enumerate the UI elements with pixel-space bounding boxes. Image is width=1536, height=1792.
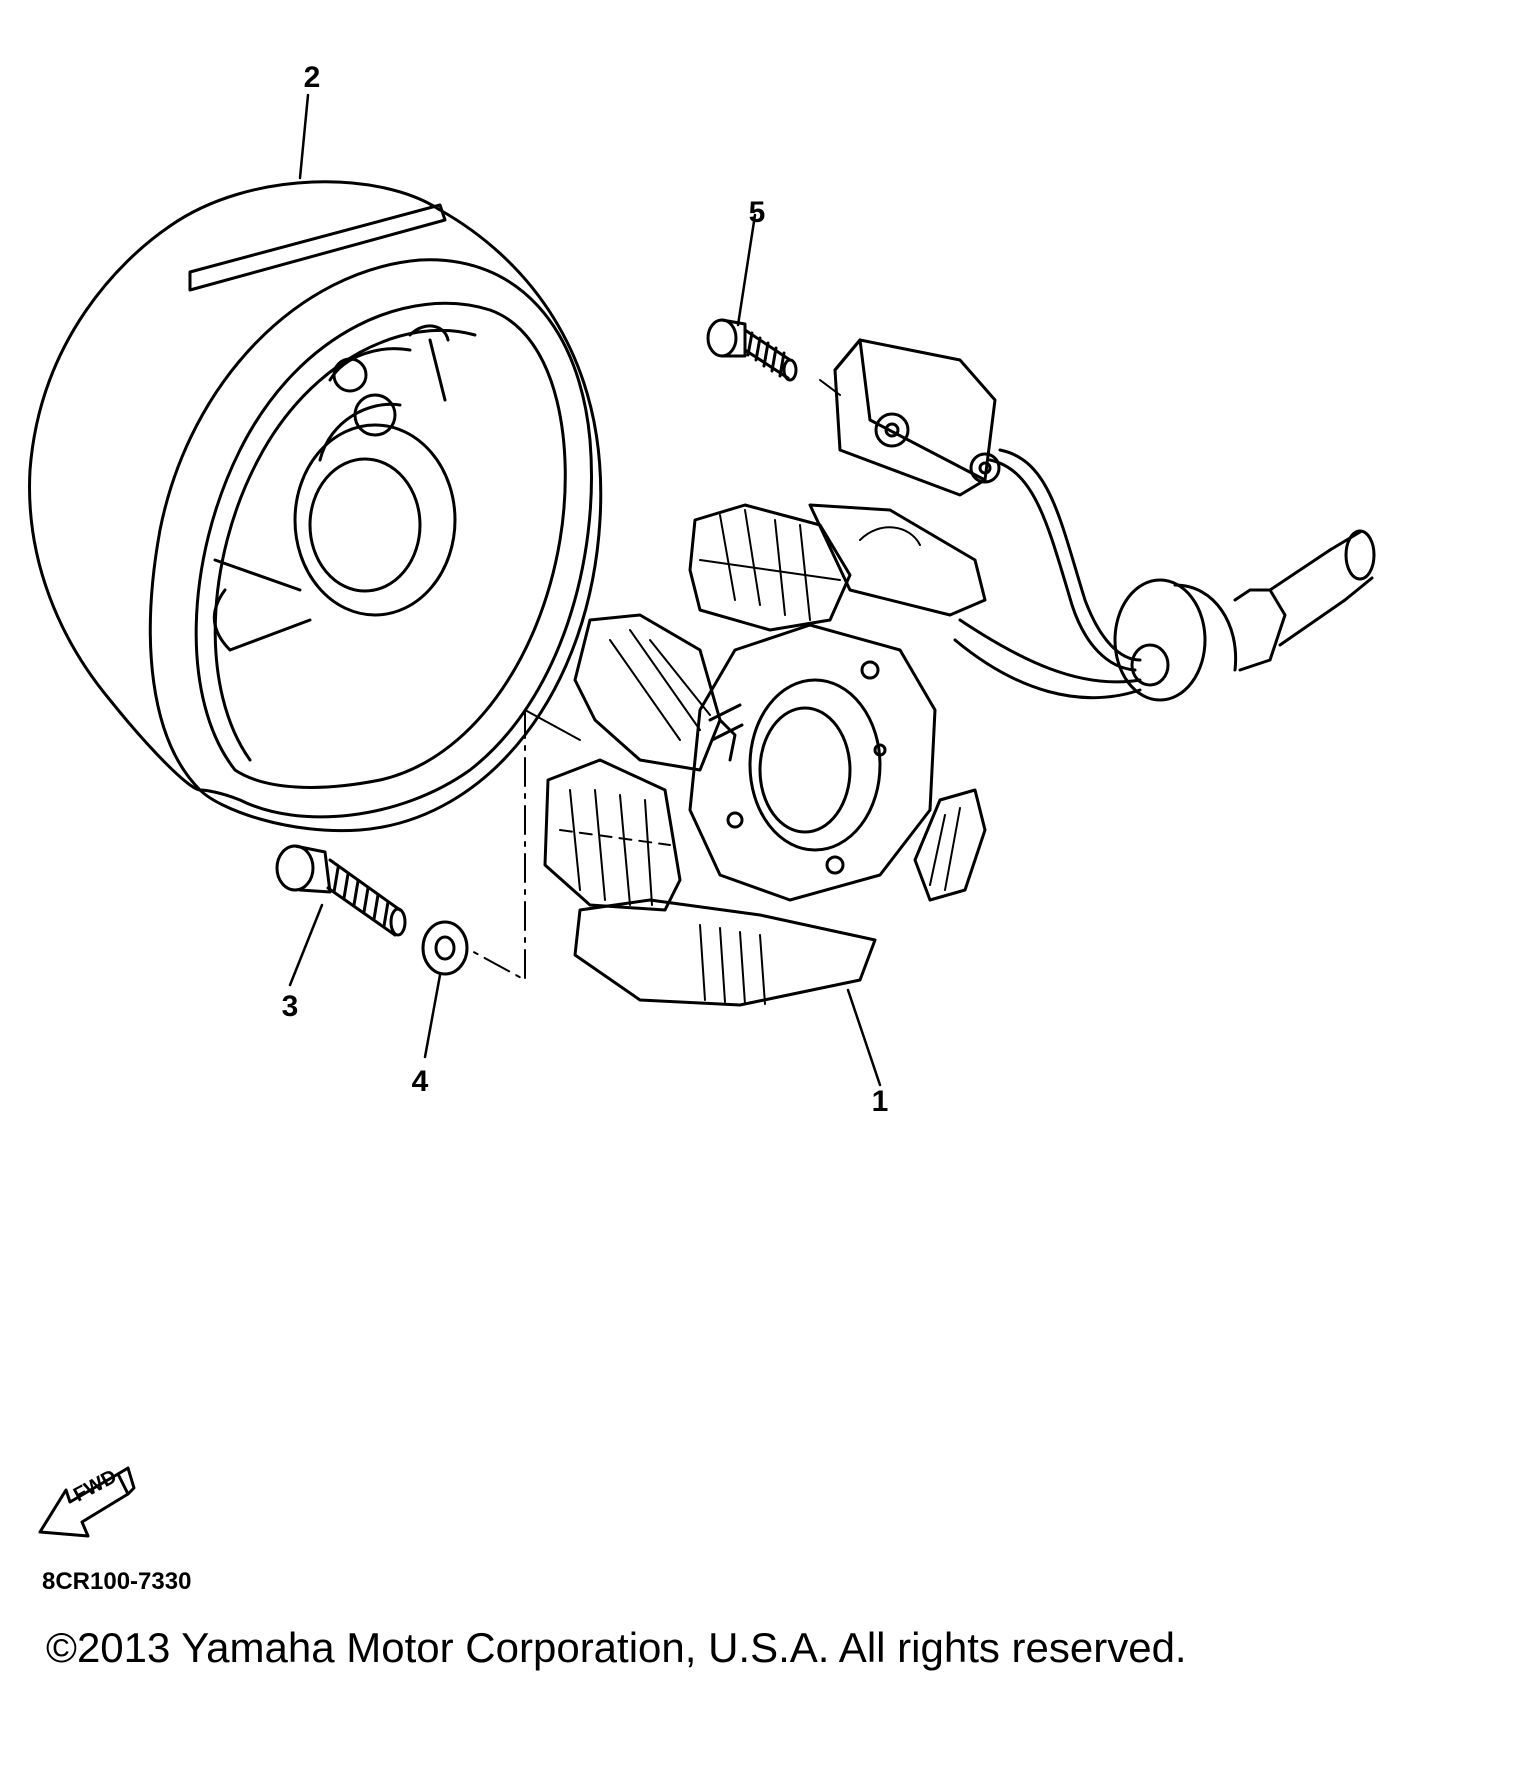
rotor-flywheel [28,180,603,833]
stator-assembly [469,503,987,1007]
callout-part-3: 3 [281,990,299,1023]
copyright-notice: ©2013 Yamaha Motor Corporation, U.S.A. A… [46,1624,1187,1671]
callout-part-4: 4 [411,1065,429,1098]
diagram-code: 8CR100-7330 [42,1568,192,1595]
pickup-coil [819,338,1142,672]
callout-part-1: 1 [871,1085,889,1118]
screw-part-5 [706,318,798,382]
callout-part-2: 2 [303,61,321,94]
bolt-part-3 [275,844,407,937]
fwd-arrow-icon [38,1466,136,1538]
cable-grommet [953,529,1376,702]
callout-part-5: 5 [748,196,766,229]
washer-part-4 [421,920,469,976]
leader-lines [288,93,882,1087]
